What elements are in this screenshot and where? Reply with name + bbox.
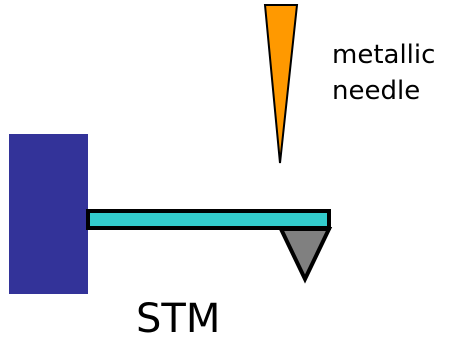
diagram-title: STM: [136, 296, 221, 342]
metallic-needle: [263, 4, 299, 164]
cantilever-beam: [86, 209, 331, 230]
needle-label-line2: needle: [332, 76, 421, 106]
needle-label-line1: metallic: [332, 40, 436, 70]
base-block: [9, 134, 88, 294]
cantilever-tip: [277, 227, 333, 284]
needle-label: metallic needle: [332, 37, 435, 109]
